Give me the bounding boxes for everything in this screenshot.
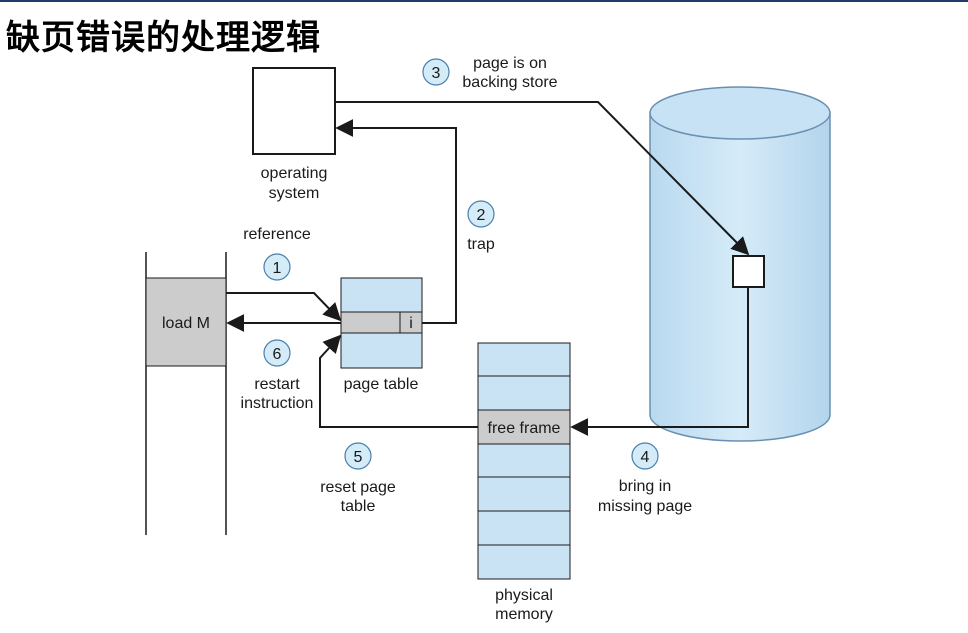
top-rule — [0, 0, 968, 2]
page-title: 缺页错误的处理逻辑 — [6, 18, 321, 58]
step-label-backing-line1: page is on — [473, 55, 547, 72]
step-badge-3: 3 — [422, 58, 450, 86]
step-number: 5 — [354, 449, 363, 466]
step-number: 6 — [273, 346, 282, 363]
arrow-backing-store — [335, 101, 750, 256]
step-label-bring-in-line1: bring in — [619, 478, 671, 495]
physical-memory-label-line2: memory — [495, 606, 553, 623]
step-badge-6: 6 — [263, 339, 291, 367]
page-table-label: page table — [344, 376, 419, 393]
step-badge-5: 5 — [344, 442, 372, 470]
step-number: 1 — [273, 260, 282, 277]
step-number: 2 — [477, 207, 486, 224]
step-badge-2: 2 — [467, 200, 495, 228]
step-badge-4: 4 — [631, 442, 659, 470]
arrow-reference — [226, 292, 342, 322]
step-label-bring-in-line2: missing page — [598, 498, 692, 515]
physical-memory-label-line1: physical — [495, 587, 553, 604]
backing-store-page — [732, 255, 765, 288]
load-instruction-box — [145, 277, 227, 367]
step-label-restart-line2: instruction — [241, 395, 314, 412]
physical-memory — [477, 342, 571, 580]
os-label-line1: operating — [261, 165, 328, 182]
free-frame-label: free frame — [488, 420, 561, 437]
arrow-reset-page-table — [319, 334, 478, 428]
os-label-line2: system — [269, 185, 320, 202]
arrow-trap — [335, 119, 457, 324]
step-badge-1: 1 — [263, 253, 291, 281]
step-number: 4 — [641, 449, 650, 466]
step-label-reset-line1: reset page — [320, 479, 396, 496]
step-label-restart-line1: restart — [254, 376, 300, 393]
load-instruction-text: load M — [162, 315, 210, 332]
step-label-trap: trap — [467, 236, 495, 253]
step-label-backing-line2: backing store — [462, 74, 557, 91]
page-table-bit: i — [409, 315, 413, 332]
step-number: 3 — [432, 65, 441, 82]
step-label-reference: reference — [243, 226, 311, 243]
os-box — [252, 67, 336, 155]
step-label-reset-line2: table — [341, 498, 376, 515]
backing-store-top — [649, 86, 831, 140]
arrow-bring-in — [570, 287, 749, 436]
